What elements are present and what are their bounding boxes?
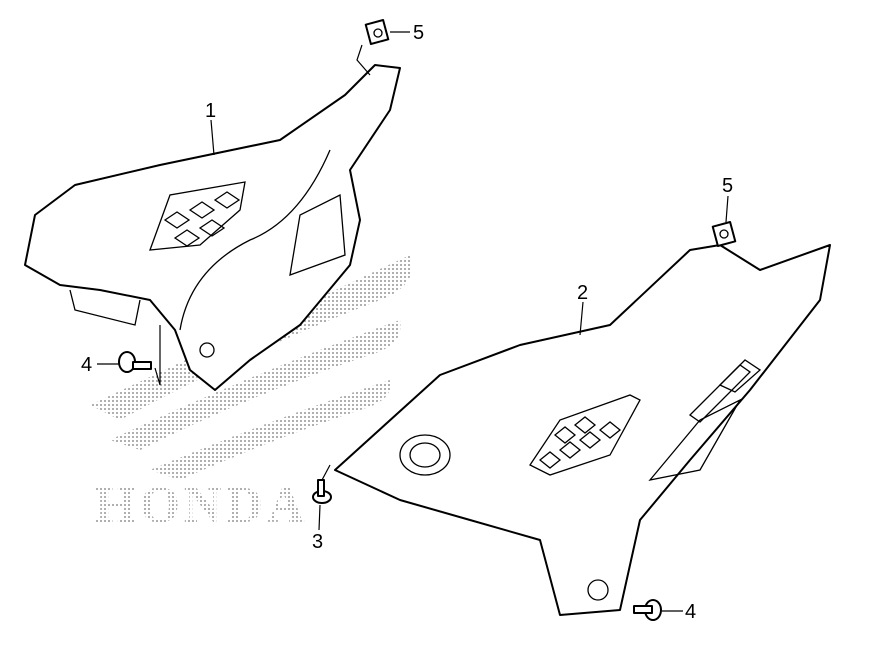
bolt-4-left [118, 351, 152, 373]
callout-3: 3 [312, 531, 323, 553]
part-2-right-side-cover [334, 244, 831, 616]
part-1-left-side-cover [24, 64, 401, 391]
callout-5-right: 5 [722, 175, 733, 197]
bolt-4-bottom [633, 599, 662, 621]
callout-2: 2 [577, 282, 588, 304]
callout-5-top: 5 [413, 22, 424, 44]
screw-3 [312, 479, 332, 504]
leader-lines [97, 31, 729, 612]
honda-watermark-text: HONDA [95, 477, 309, 534]
callout-4-bottom: 4 [685, 601, 696, 623]
callout-1: 1 [205, 100, 216, 122]
clip-5-right [711, 221, 737, 247]
honda-wing-watermark: HONDA [90, 255, 412, 534]
clip-5-top [364, 19, 390, 45]
callout-4-left: 4 [81, 354, 92, 376]
